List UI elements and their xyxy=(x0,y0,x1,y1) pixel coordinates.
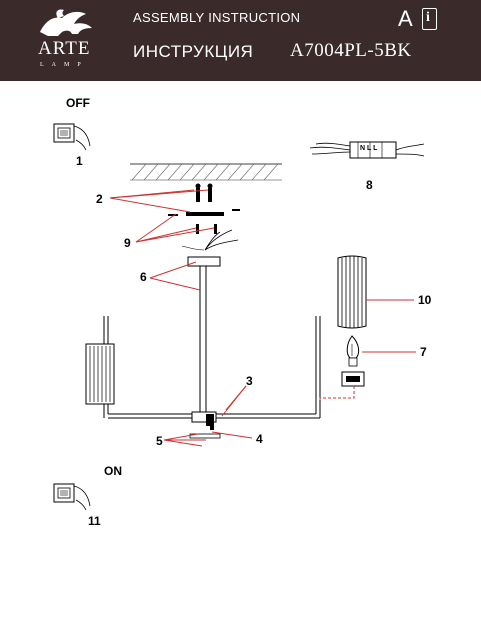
candle-bulb-icon xyxy=(346,335,416,367)
label-off: OFF xyxy=(66,96,90,110)
central-rod xyxy=(199,265,207,413)
label-5: 5 xyxy=(156,434,163,448)
assembly-diagram xyxy=(53,123,425,511)
label-11: 11 xyxy=(88,514,101,528)
header-title: ASSEMBLY INSTRUCTION xyxy=(133,10,301,25)
canopy xyxy=(187,256,221,267)
label-2: 2 xyxy=(96,192,103,206)
info-book-icon: i xyxy=(422,8,437,30)
label-8: 8 xyxy=(366,178,373,192)
arm-left xyxy=(103,316,192,419)
header-letter: A xyxy=(398,6,413,31)
mounting-bracket xyxy=(168,209,240,234)
label-7: 7 xyxy=(420,345,427,359)
info-glyph: i xyxy=(426,10,430,25)
label-6: 6 xyxy=(140,270,147,284)
label-4: 4 xyxy=(256,432,263,446)
label-on: ON xyxy=(104,464,122,478)
terminal-block xyxy=(309,141,425,159)
brand-subtitle: LAMP xyxy=(40,62,89,68)
label-3: 3 xyxy=(246,374,253,388)
brand-logo: ARTE LAMP xyxy=(28,6,108,76)
winged-lion-logo-icon xyxy=(40,9,92,36)
header-subtitle: ИНСТРУКЦИЯ xyxy=(133,42,254,61)
header-banner: ARTE LAMP ASSEMBLY INSTRUCTION ИНСТРУКЦИ… xyxy=(0,0,481,81)
terminal-label: N L L xyxy=(360,145,378,152)
lamp-holder xyxy=(319,371,365,402)
leader-lines xyxy=(109,189,253,447)
switch-on-icon xyxy=(53,483,91,511)
right-shade xyxy=(337,255,414,329)
label-10: 10 xyxy=(418,293,432,307)
central-hub xyxy=(189,411,221,439)
wall-anchors xyxy=(195,183,213,202)
brand-name: ARTE xyxy=(38,38,91,59)
ceiling-hatch xyxy=(130,163,282,181)
switch-off-icon xyxy=(53,123,91,151)
label-1: 1 xyxy=(76,154,83,168)
arm-right xyxy=(216,316,321,419)
supply-wires xyxy=(204,229,239,251)
model-number: A7004PL-5BK xyxy=(290,40,412,61)
label-9: 9 xyxy=(124,236,131,250)
left-shade xyxy=(85,343,115,405)
